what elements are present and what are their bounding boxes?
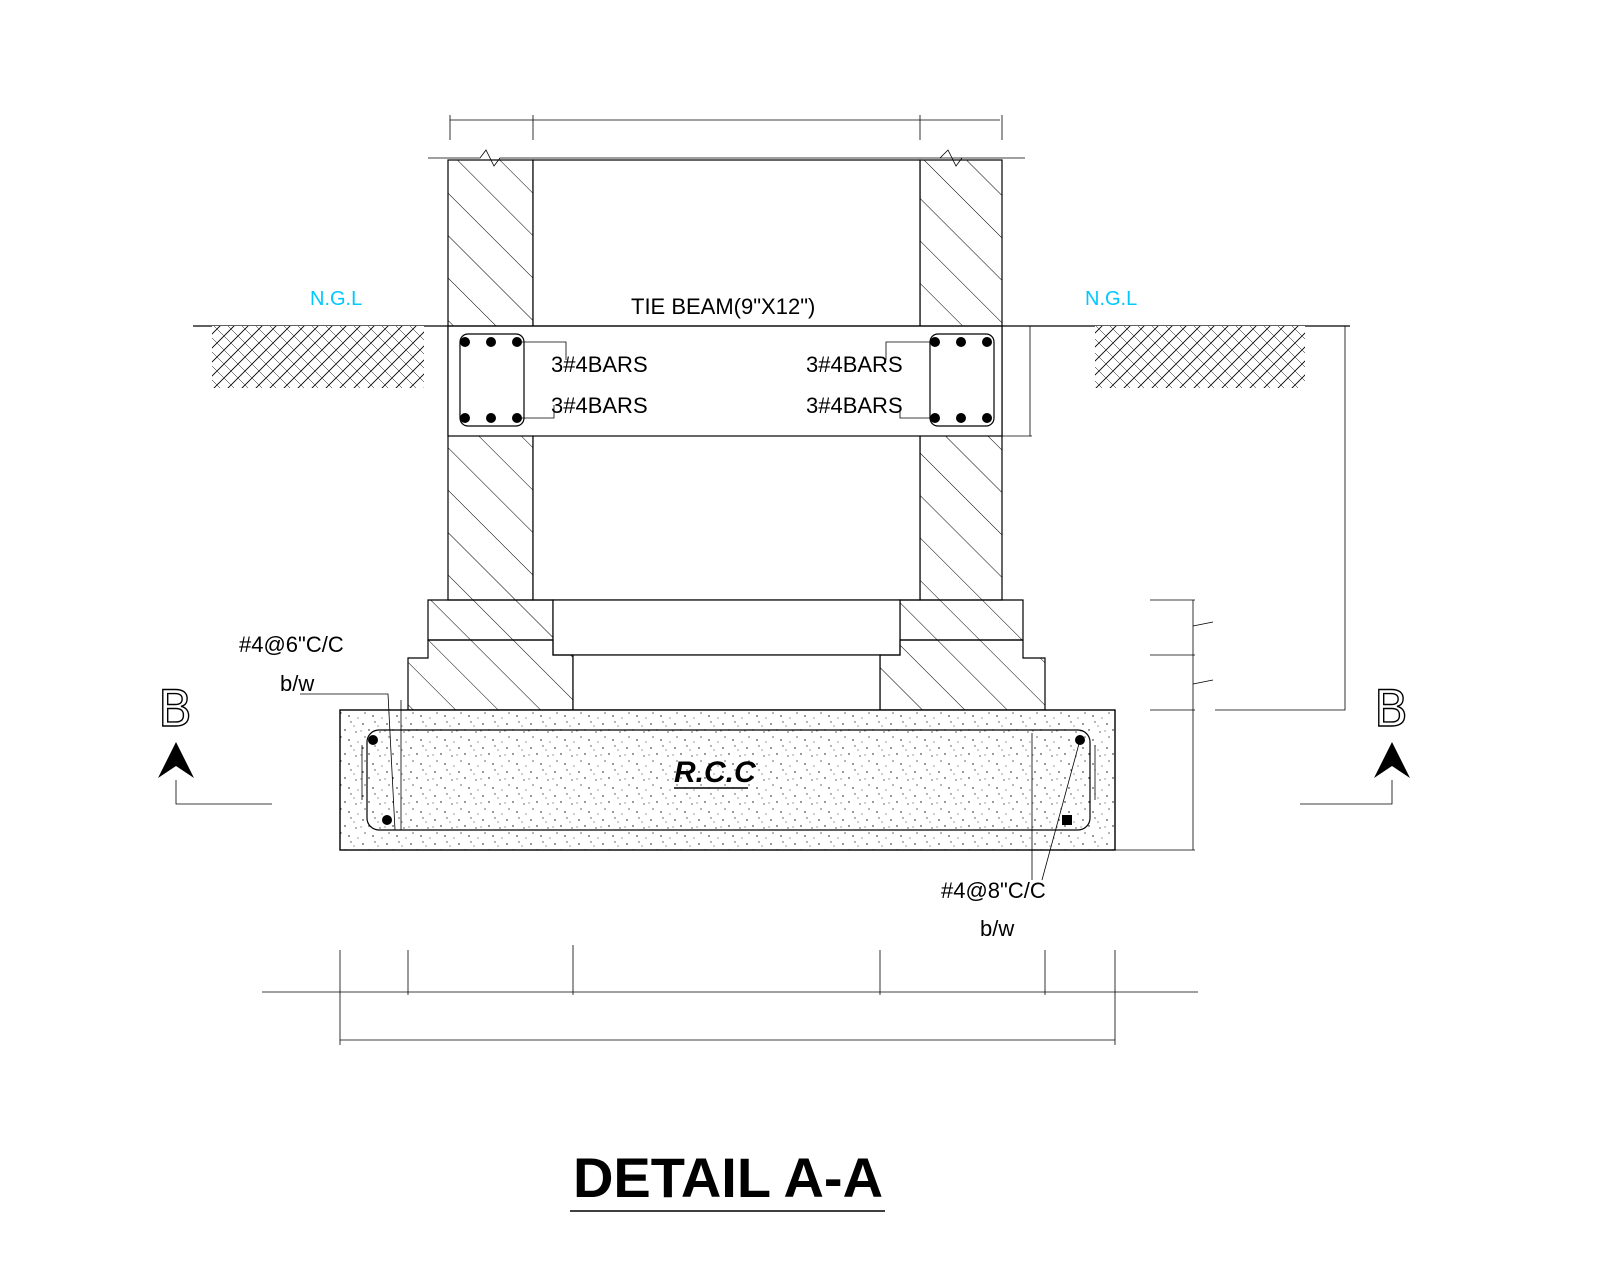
rcc-footing xyxy=(339,709,1116,851)
bars-top-right-label: 3#4BARS xyxy=(806,352,903,377)
soil-right xyxy=(1095,326,1305,388)
ngl-label-left: N.G.L xyxy=(310,288,362,310)
tie-beam-dimension xyxy=(1002,325,1032,437)
bars-top-left-label: 3#4BARS xyxy=(551,352,648,377)
bars-bottom-left-label: 3#4BARS xyxy=(551,393,648,418)
section-marker-right xyxy=(1300,742,1410,805)
rebar-right-direction-label: b/w xyxy=(980,916,1014,941)
rebar-left-spacing-label: #4@6"C/C xyxy=(239,632,344,657)
rebar-left-direction-label: b/w xyxy=(280,671,314,696)
break-line-left xyxy=(428,149,1025,167)
tie-beam-label: TIE BEAM(9"X12") xyxy=(631,294,815,319)
ngl-label-right: N.G.L xyxy=(1085,288,1137,310)
left-stirrup xyxy=(459,333,567,427)
bottom-dimensions xyxy=(262,945,1198,1045)
rcc-label: R.C.C xyxy=(674,756,757,789)
right-stirrup xyxy=(885,333,995,427)
right-dimensions xyxy=(1115,326,1346,851)
footing-step-upper xyxy=(427,599,1024,656)
section-marker-left xyxy=(158,742,272,805)
top-dimension xyxy=(449,115,1003,140)
detail-title: DETAIL A-A xyxy=(573,1146,883,1209)
footing-step-lower xyxy=(407,639,1046,711)
rebar-right-leader xyxy=(1031,733,1081,881)
rebar-left-leader xyxy=(300,693,402,831)
section-mark-right: B xyxy=(1374,680,1408,738)
section-mark-left: B xyxy=(158,680,192,738)
soil-left xyxy=(212,326,424,388)
rebar-right-spacing-label: #4@8"C/C xyxy=(941,878,1046,903)
bars-bottom-right-label: 3#4BARS xyxy=(806,393,903,418)
